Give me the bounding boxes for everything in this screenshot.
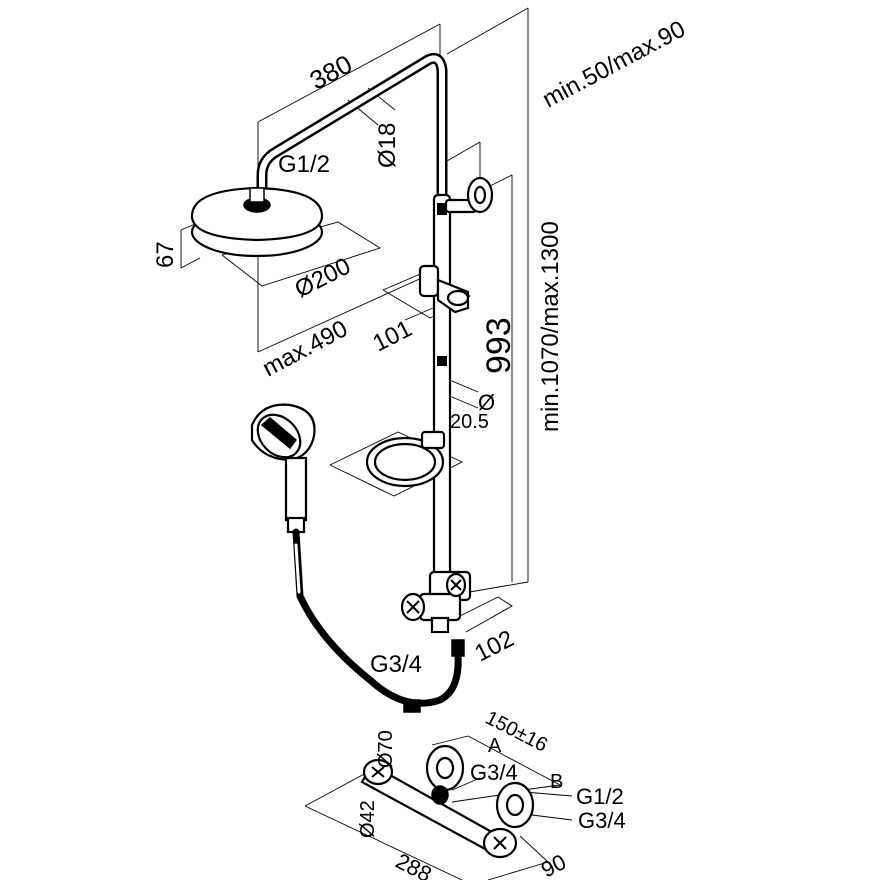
dim-90: 90 (537, 849, 570, 880)
dim-outlet-thread: G3/4 (370, 651, 422, 678)
wall-bracket (444, 176, 494, 214)
dim-flange-diameter: Ø70 (375, 730, 397, 768)
dim-port-b-thread: G1/2 (576, 784, 624, 809)
dim-max-490: max.490 (258, 315, 352, 382)
dim-port-a: A (488, 735, 502, 757)
handshower-holder (418, 264, 470, 314)
dim-67: 67 (152, 241, 179, 268)
thermostatic-mixer (360, 744, 535, 859)
dim-inlet-thread: G3/4 (578, 808, 626, 833)
dim-overall-height: min.1070/max.1300 (537, 221, 564, 432)
shower-hose (292, 528, 465, 713)
dim-288: 288 (392, 848, 436, 880)
shower-rail (432, 193, 452, 577)
hand-shower (250, 403, 316, 534)
shower-arm (256, 52, 448, 195)
shower-head (190, 186, 324, 258)
dim-head-thread: G1/2 (278, 151, 330, 178)
dim-port-b: B (550, 771, 563, 793)
dim-101: 101 (368, 315, 416, 357)
soap-dish (365, 430, 446, 488)
dim-993: 993 (480, 317, 518, 374)
dim-body-diameter: Ø42 (357, 800, 379, 838)
dim-rail-diameter-value: 20.5 (450, 411, 489, 433)
dim-head-diameter: Ø200 (290, 253, 355, 304)
dim-102: 102 (470, 625, 518, 667)
rail-diverter-unit (400, 570, 472, 634)
dim-arm-diameter: Ø18 (374, 123, 401, 168)
dim-rail-diameter-symbol: Ø (478, 390, 495, 415)
dim-top-range: min.50/max.90 (538, 16, 690, 114)
dim-port-a-thread: G3/4 (470, 760, 518, 785)
dim-380: 380 (305, 49, 357, 96)
